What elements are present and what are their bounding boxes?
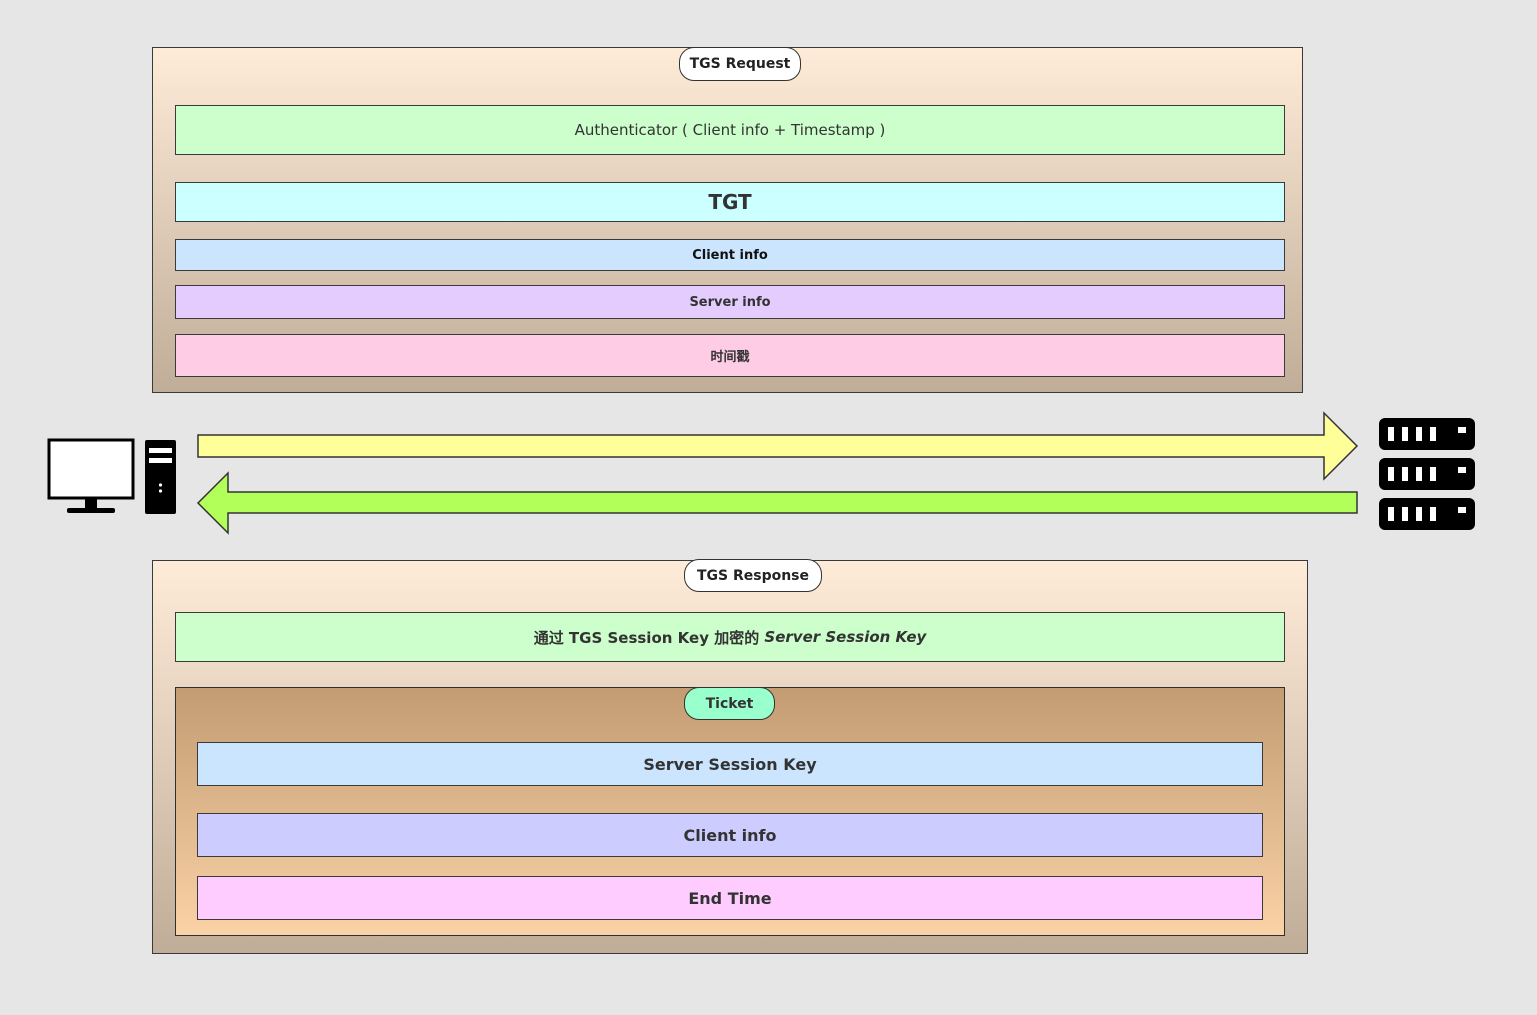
encrypted-session-key-prefix: 通过 TGS Session Key 加密的 [533,628,765,647]
authenticator-block: Authenticator ( Client info + Timestamp … [175,105,1285,155]
tgs-request-label: TGS Request [679,47,801,81]
server-rack-icon [1379,418,1475,530]
encrypted-session-key-block: 通过 TGS Session Key 加密的 Server Session Ke… [175,612,1285,662]
tgt-block: TGT [175,182,1285,222]
encrypted-session-key-name: Server Session Key [764,628,927,646]
request-arrow [197,411,1359,481]
ticket-label: Ticket [684,687,775,720]
ticket-server-session-key: Server Session Key [197,742,1263,786]
ticket-client-info: Client info [197,813,1263,857]
desktop-computer-icon [47,438,176,514]
response-arrow [196,471,1358,535]
tgt-timestamp: 时间戳 [175,334,1285,377]
tgs-response-label: TGS Response [684,559,822,592]
ticket-end-time: End Time [197,876,1263,920]
tgt-server-info: Server info [175,285,1285,319]
tgt-client-info: Client info [175,239,1285,271]
